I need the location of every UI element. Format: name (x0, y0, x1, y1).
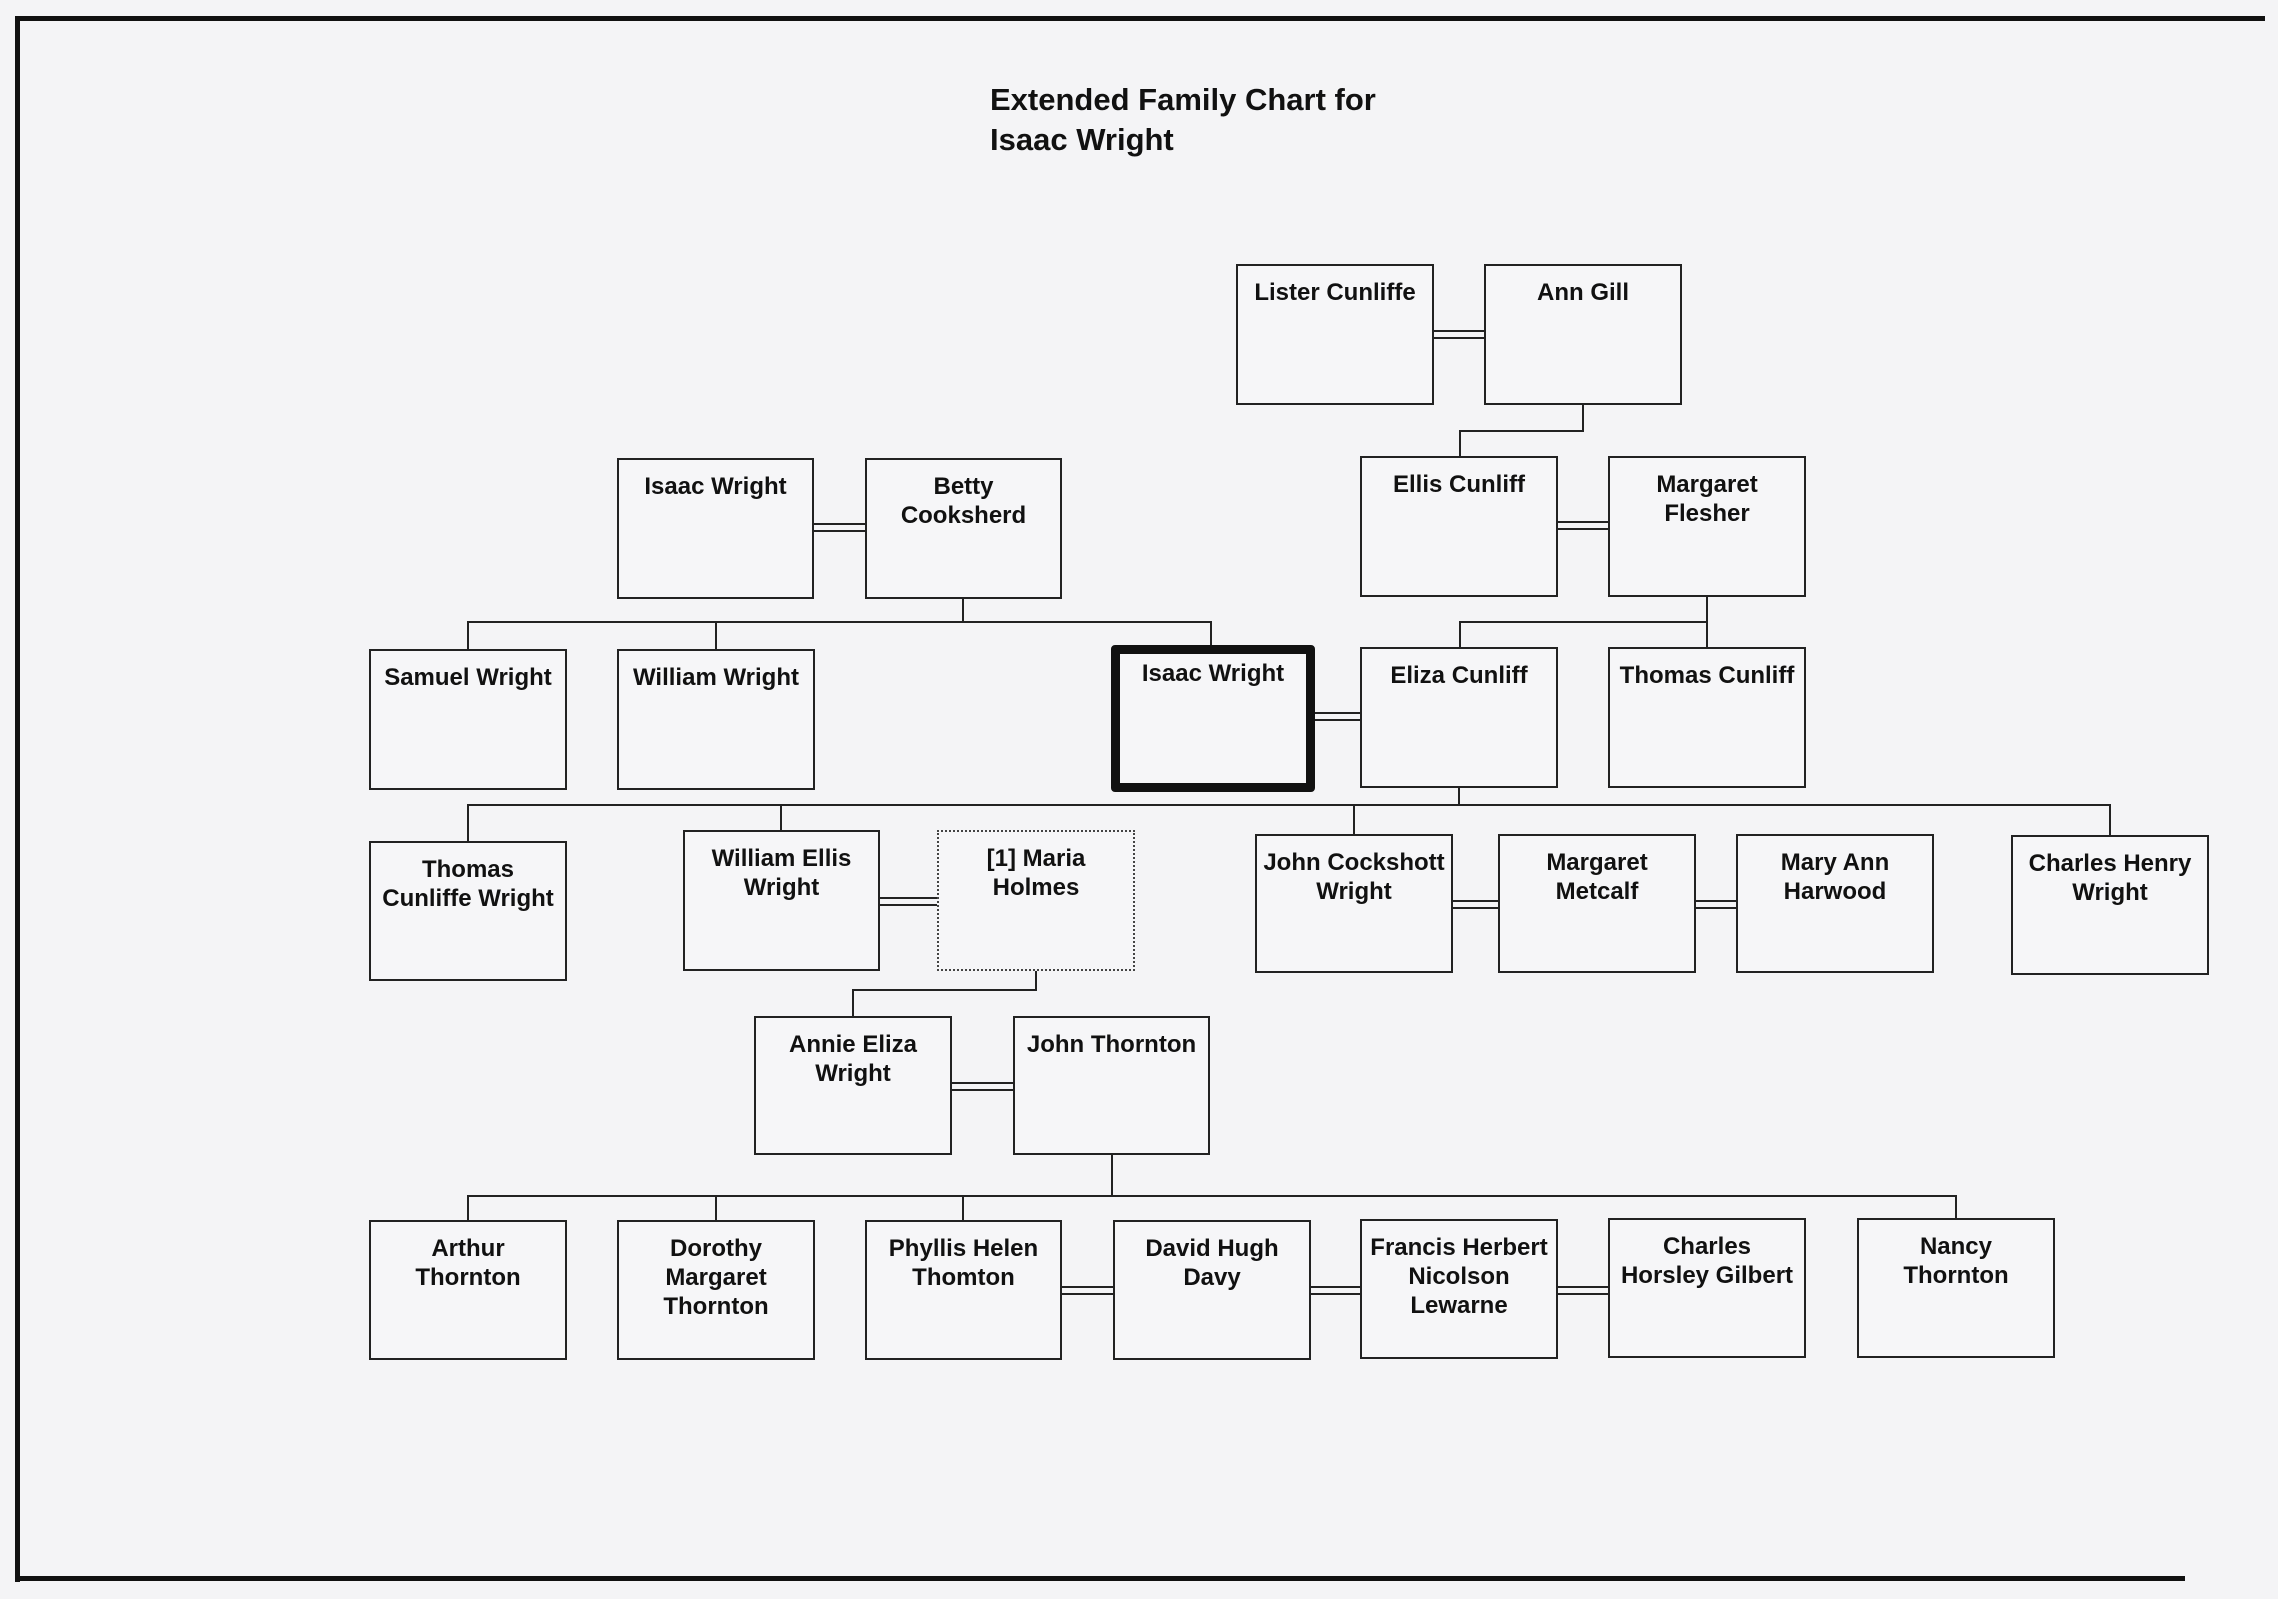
person-name: John Thornton (1026, 1031, 1197, 1058)
marriage-line-david-francis (1311, 1286, 1360, 1295)
person-name: Ellis Cunliff (1393, 471, 1525, 498)
person-box-isaac-wright-focal: Isaac Wright (1111, 645, 1315, 792)
person-box-samuel-wright: Samuel Wright (369, 649, 567, 790)
person-name: Margaret Flesher (1656, 471, 1758, 527)
person-box-thomas-cunliff: Thomas Cunliff (1608, 647, 1806, 788)
person-box-john-cockshott-wright: John Cockshott Wright (1255, 834, 1453, 973)
person-name: Ann Gill (1537, 279, 1629, 306)
person-box-dorothy-margaret-thornton: Dorothy Margaret Thornton (617, 1220, 815, 1360)
person-name: John Cockshott Wright (1263, 849, 1445, 905)
descent-line-william-maria (852, 971, 1037, 1016)
chart-title: Extended Family Chart for Isaac Wright (990, 80, 1376, 160)
person-box-nancy-thornton: Nancy Thornton (1857, 1218, 2055, 1358)
person-box-charles-henry-wright: Charles Henry Wright (2011, 835, 2209, 975)
person-box-margaret-metcalf: Margaret Metcalf (1498, 834, 1696, 973)
person-name: Francis Herbert Nicolson Lewarne (1370, 1234, 1548, 1319)
marriage-line-lister-ann (1434, 330, 1484, 339)
person-name: Betty Cooksherd (900, 473, 1027, 529)
descent-bar-ellis-margaret (1459, 621, 1708, 647)
person-name: Lister Cunliffe (1254, 279, 1416, 306)
marriage-line-william-maria (880, 897, 937, 906)
marriage-line-john-margaret (1453, 900, 1498, 909)
marriage-line-margaret-maryann (1696, 900, 1736, 909)
person-box-margaret-flesher: Margaret Flesher (1608, 456, 1806, 597)
person-box-maria-holmes: [1] Maria Holmes (937, 830, 1135, 971)
person-box-ann-gill: Ann Gill (1484, 264, 1682, 405)
person-box-thomas-cunliffe-wright: Thomas Cunliffe Wright (369, 841, 567, 981)
descent-line-lister-ann (1459, 405, 1584, 456)
person-name: David Hugh Davy (1145, 1235, 1279, 1291)
person-name: Samuel Wright (384, 664, 552, 691)
marriage-line-isaac-betty (814, 523, 865, 532)
frame-border-bottom (15, 1576, 2185, 1581)
person-box-lister-cunliffe: Lister Cunliffe (1236, 264, 1434, 405)
person-box-francis-herbert-nicolson-lewarne: Francis Herbert Nicolson Lewarne (1360, 1219, 1558, 1359)
person-box-arthur-thornton: Arthur Thornton (369, 1220, 567, 1360)
chart-title-line-1: Extended Family Chart for (990, 82, 1376, 117)
person-name: William Ellis Wright (711, 845, 852, 901)
person-name: Eliza Cunliff (1390, 662, 1528, 689)
marriage-line-annie-john (952, 1082, 1013, 1091)
marriage-line-ellis-margaret (1558, 521, 1608, 530)
chart-title-line-2: Isaac Wright (990, 122, 1174, 157)
person-box-annie-eliza-wright: Annie Eliza Wright (754, 1016, 952, 1155)
person-box-phyllis-helen-thomton: Phyllis Helen Thomton (865, 1220, 1062, 1360)
person-name: Thomas Cunliffe Wright (382, 856, 554, 912)
descent-bar-annie-john (467, 1195, 1957, 1220)
marriage-line-isaac-eliza (1315, 712, 1360, 721)
frame-border-left (15, 16, 20, 1582)
person-name: Annie Eliza Wright (788, 1031, 918, 1087)
person-name: Mary Ann Harwood (1780, 849, 1890, 905)
person-name: Isaac Wright (1141, 660, 1285, 687)
descent-bar-isaac-eliza (467, 804, 2111, 841)
person-name: Thomas Cunliff (1619, 662, 1795, 689)
person-name: William Wright (632, 664, 799, 691)
frame-border-top (15, 16, 2265, 21)
person-box-william-wright: William Wright (617, 649, 815, 790)
descent-bar-isaac-betty (467, 621, 1212, 649)
person-name: Isaac Wright (644, 473, 787, 500)
person-name: [1] Maria Holmes (986, 845, 1086, 901)
person-name: Phyllis Helen Thomton (888, 1235, 1039, 1291)
person-box-isaac-wright-father: Isaac Wright (617, 458, 814, 599)
person-box-betty-cooksherd: Betty Cooksherd (865, 458, 1062, 599)
person-box-mary-ann-harwood: Mary Ann Harwood (1736, 834, 1934, 973)
marriage-line-phyllis-david (1062, 1286, 1113, 1295)
person-box-william-ellis-wright: William Ellis Wright (683, 830, 880, 971)
marriage-line-francis-charles (1558, 1286, 1608, 1295)
person-name: Margaret Metcalf (1546, 849, 1648, 905)
person-name: Charles Henry Wright (2028, 850, 2192, 906)
person-box-john-thornton: John Thornton (1013, 1016, 1210, 1155)
person-name: Arthur Thornton (415, 1235, 521, 1291)
person-name: Charles Horsley Gilbert (1620, 1233, 1794, 1289)
person-box-eliza-cunliff: Eliza Cunliff (1360, 647, 1558, 788)
person-box-charles-horsley-gilbert: Charles Horsley Gilbert (1608, 1218, 1806, 1358)
person-box-ellis-cunliff: Ellis Cunliff (1360, 456, 1558, 597)
person-box-david-hugh-davy: David Hugh Davy (1113, 1220, 1311, 1360)
person-name: Nancy Thornton (1903, 1233, 2009, 1289)
person-name: Dorothy Margaret Thornton (663, 1235, 769, 1320)
